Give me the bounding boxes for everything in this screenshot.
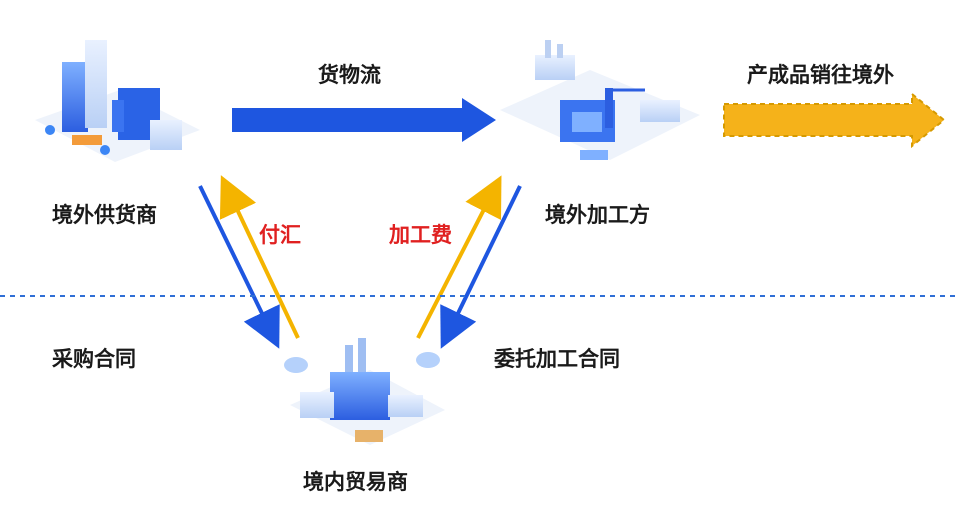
processing-fee-label: 加工费 — [389, 223, 452, 247]
purchase-contract-label: 采购合同 — [52, 347, 136, 371]
goods-flow-arrow — [232, 98, 496, 142]
payment-arrow — [219, 175, 300, 339]
overseas-supplier-label: 境外供货商 — [52, 203, 157, 227]
products-sold-abroad-label: 产成品销往境外 — [747, 63, 894, 87]
supplier-building-icon — [35, 40, 200, 162]
processing-contract-label: 委托加工合同 — [494, 347, 620, 371]
processor-factory-icon — [500, 40, 700, 160]
overseas-processor-label: 境外加工方 — [545, 203, 650, 227]
purchase-goods-arrow — [198, 185, 280, 349]
export-products-arrow — [723, 91, 946, 149]
payment-label: 付汇 — [259, 223, 301, 247]
goods-flow-label: 货物流 — [318, 63, 381, 87]
processing-fee-arrow — [416, 175, 502, 339]
processing-contract-arrow — [440, 185, 522, 349]
domestic-trader-label: 境内贸易商 — [303, 470, 408, 494]
domestic-factory-icon — [284, 338, 445, 445]
